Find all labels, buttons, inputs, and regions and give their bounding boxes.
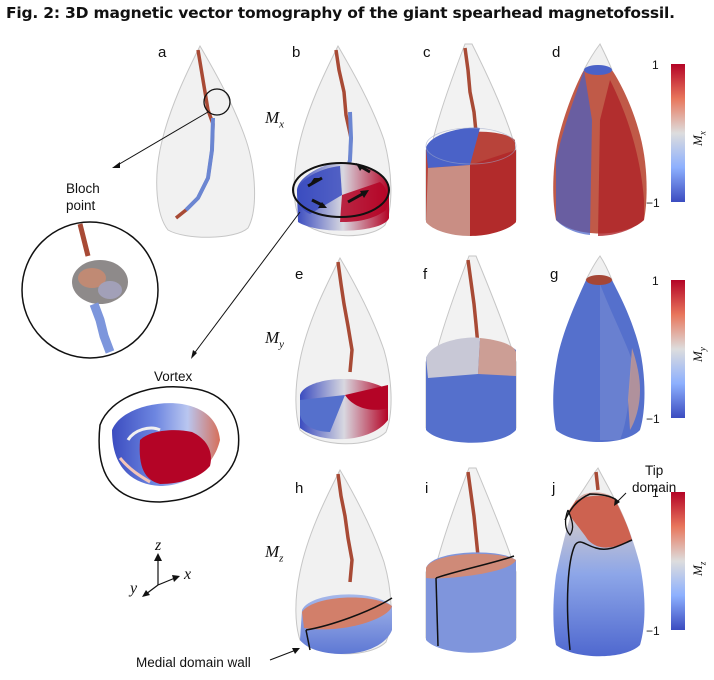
colorbar-my-max: 1 — [652, 274, 659, 288]
axis-label-x: x — [184, 566, 192, 583]
panel-d-shell — [553, 43, 647, 236]
axis-label-y: y — [130, 580, 138, 597]
panel-f-shell — [425, 255, 517, 443]
panel-label-g: g — [550, 266, 559, 283]
panel-h-shell — [295, 468, 393, 655]
panel-label-i: i — [425, 480, 429, 497]
panel-j-shell — [553, 467, 645, 657]
row-label-mx: Mx — [265, 108, 285, 131]
connector-arrows — [112, 111, 627, 661]
row-label-my: My — [265, 328, 285, 351]
panel-i-shell — [425, 467, 517, 653]
colorbar-mz-label: Mz — [690, 561, 708, 576]
colorbar-mz-max: 1 — [652, 486, 659, 500]
panel-label-d: d — [552, 44, 561, 61]
panel-c-shell — [425, 43, 517, 236]
colorbar-mx-min: −1 — [646, 196, 660, 210]
figure-title: Fig. 2: 3D magnetic vector tomography of… — [6, 4, 675, 22]
panel-label-e: e — [295, 266, 304, 283]
row-label-mz: Mz — [265, 542, 284, 565]
panel-label-b: b — [292, 44, 301, 61]
vortex-label: Vortex — [154, 369, 193, 384]
medial-domain-wall-label: Medial domain wall — [136, 655, 251, 670]
colorbar-my-label: My — [690, 347, 708, 362]
panel-a-shell — [156, 44, 255, 238]
panel-label-j: j — [552, 480, 556, 497]
colorbar-mz — [671, 492, 685, 630]
panel-e-shell — [295, 256, 392, 445]
panel-g-shell — [553, 255, 645, 442]
colorbar-mx-label: Mx — [690, 131, 708, 146]
coordinate-axes — [142, 553, 180, 597]
panel-label-f: f — [423, 266, 428, 283]
panel-label-c: c — [423, 44, 431, 61]
axis-label-z: z — [155, 537, 162, 554]
panel-b-shell — [292, 44, 392, 237]
vortex-inset — [98, 386, 240, 503]
colorbar-my — [671, 280, 685, 418]
colorbar-my-min: −1 — [646, 412, 660, 426]
colorbar-mx-max: 1 — [652, 58, 659, 72]
colorbar-mx — [671, 64, 685, 202]
bloch-point-inset — [21, 221, 159, 359]
panel-label-h: h — [295, 480, 304, 497]
colorbar-mz-min: −1 — [646, 624, 660, 638]
panel-label-a: a — [158, 44, 167, 61]
